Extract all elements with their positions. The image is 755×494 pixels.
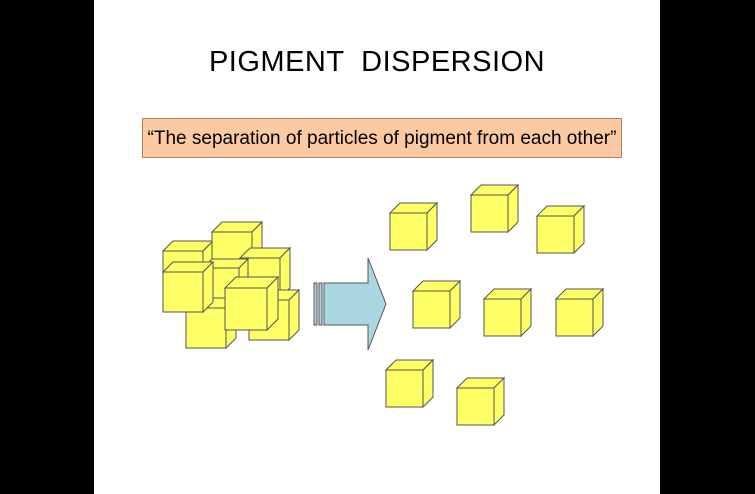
cube-icon [411, 279, 462, 330]
dispersed-pigment-particles [384, 183, 605, 427]
dispersion-diagram [161, 183, 605, 427]
slide-title: PIGMENT DISPERSION [208, 46, 546, 78]
cube-icon [161, 260, 215, 314]
cube-icon [223, 275, 280, 332]
cube-icon [469, 183, 520, 234]
arrow-right-icon [313, 257, 387, 351]
agglomerated-pigment-cluster [161, 220, 301, 350]
definition-text: “The separation of particles of pigment … [147, 128, 617, 149]
cube-icon [388, 201, 439, 252]
cube-icon [535, 204, 586, 255]
cube-icon [455, 376, 506, 427]
cube-icon [384, 358, 435, 409]
slide: PIGMENT DISPERSION “The separation of pa… [94, 0, 660, 494]
definition-box: “The separation of particles of pigment … [142, 118, 622, 158]
cube-icon [554, 287, 605, 338]
cube-icon [482, 287, 533, 338]
